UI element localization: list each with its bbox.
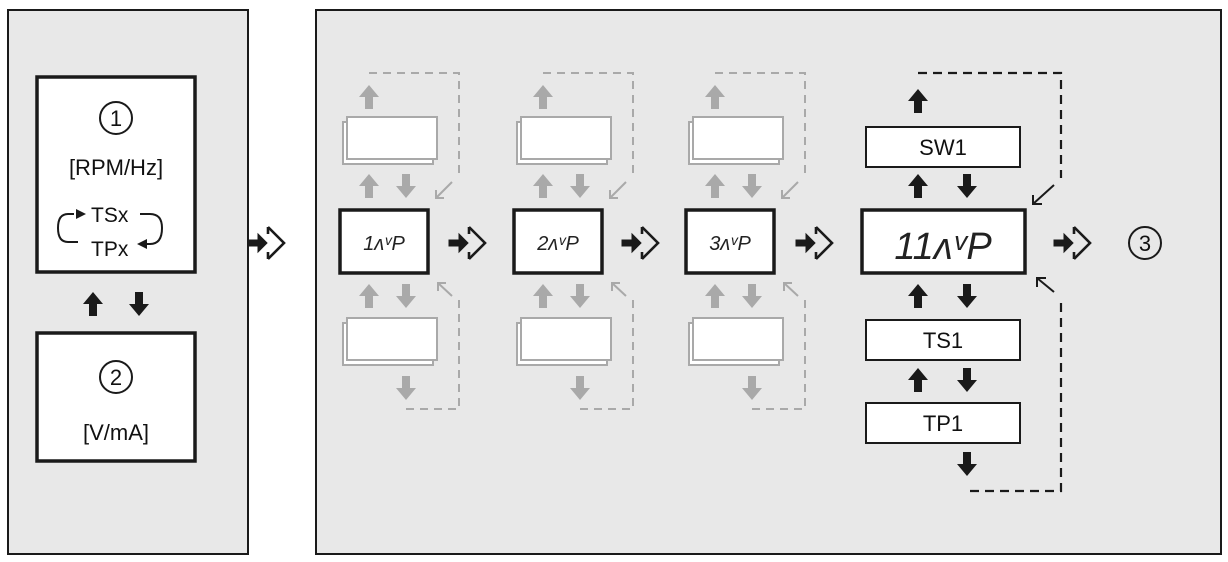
step-2-down-bottom-icon <box>570 376 590 400</box>
step-1-loop-bottom <box>406 300 460 410</box>
step-1-down-lower-icon <box>396 284 416 308</box>
sw1-label: SW1 <box>919 135 967 160</box>
step-3-up-mid-icon <box>705 174 725 198</box>
step-3-up-lower-icon <box>705 284 725 308</box>
step-2-group <box>516 72 634 410</box>
step-3-down-lower-icon <box>742 284 762 308</box>
step-2-up-mid-icon <box>533 174 553 198</box>
step-2-placeholder-top <box>520 116 612 160</box>
active-loop-dashed <box>918 71 1063 493</box>
step-1-group <box>342 72 460 410</box>
step-1-return-top-icon <box>435 181 453 199</box>
step-1-loop-top <box>369 72 460 178</box>
step-3-up-top-icon <box>705 85 725 109</box>
step-3-return-top-icon <box>781 181 799 199</box>
step-1-display[interactable]: 1ʌᵛP <box>338 208 430 275</box>
mode1-unit: [RPM/Hz] <box>69 155 163 180</box>
step-1-down-mid-icon <box>396 174 416 198</box>
mode1-number: 1 <box>110 106 122 131</box>
step-3-placeholder-top <box>692 116 784 160</box>
step-1-placeholder-top <box>346 116 438 160</box>
step-1-up-lower-icon <box>359 284 379 308</box>
step-2-return-top-head-icon <box>609 190 618 199</box>
step-3-placeholder-bottom <box>692 317 784 361</box>
end-marker: 3 <box>1128 226 1162 260</box>
step-2-display[interactable]: 2ʌᵛP <box>512 208 604 275</box>
step-3-display-text: 3ʌᵛP <box>709 233 751 255</box>
tp1-label: TP1 <box>923 411 963 436</box>
step-3-down-bottom-icon <box>742 376 762 400</box>
step-2-up-lower-icon <box>533 284 553 308</box>
ts1-label: TS1 <box>923 328 963 353</box>
step-3-return-top-head-icon <box>781 190 790 199</box>
toggle-bottom-label: TPx <box>91 238 129 261</box>
step-2-placeholder-bottom <box>520 317 612 361</box>
step-2-return-top-icon <box>609 181 627 199</box>
step-3-return-bottom-head-icon <box>783 282 792 291</box>
step-3-loop-bottom <box>752 300 806 410</box>
end-marker-number: 3 <box>1139 231 1151 256</box>
step-3-loop-top <box>715 72 806 178</box>
step-2-up-top-icon <box>533 85 553 109</box>
sw1-box[interactable]: SW1 <box>865 126 1021 168</box>
mode1-box[interactable]: 1 [RPM/Hz] TSx TPx <box>35 75 197 274</box>
step-1-return-top-head-icon <box>435 190 444 199</box>
step-3-return-bottom-icon <box>783 282 799 297</box>
mode2-number: 2 <box>110 365 122 390</box>
step-1-down-bottom-icon <box>396 376 416 400</box>
step-2-down-mid-icon <box>570 174 590 198</box>
active-display[interactable]: 11ʌᵛP <box>860 208 1027 275</box>
step-1-return-bottom-head-icon <box>437 282 446 291</box>
step-2-display-text: 2ʌᵛP <box>536 233 579 255</box>
mode2-box[interactable]: 2 [V/mA] <box>35 331 197 463</box>
step-3-down-mid-icon <box>742 174 762 198</box>
menu-panel <box>315 9 1222 555</box>
toggle-top-label: TSx <box>91 204 129 227</box>
step-1-placeholder-bottom <box>346 317 438 361</box>
mode2-unit: [V/mA] <box>83 420 149 445</box>
step-1-display-text: 1ʌᵛP <box>363 233 405 255</box>
step-1-return-bottom-icon <box>437 282 453 297</box>
tp1-box[interactable]: TP1 <box>865 402 1021 444</box>
toggle-loop-icon <box>56 209 164 249</box>
step-2-down-lower-icon <box>570 284 590 308</box>
mode1-number-circle <box>99 101 133 135</box>
entry-next-icon <box>246 225 286 261</box>
step-1-up-mid-icon <box>359 174 379 198</box>
mode2-number-circle <box>99 360 133 394</box>
step-2-loop-bottom <box>580 300 634 410</box>
step-3-group <box>688 72 806 410</box>
active-display-text: 11ʌᵛP <box>894 226 992 268</box>
step-2-return-bottom-head-icon <box>611 282 620 291</box>
step-2-loop-top <box>543 72 634 178</box>
step-2-return-bottom-icon <box>611 282 627 297</box>
step-3-display[interactable]: 3ʌᵛP <box>684 208 776 275</box>
active-loop-return-icons <box>1032 184 1055 293</box>
step-1-up-top-icon <box>359 85 379 109</box>
ts1-box[interactable]: TS1 <box>865 319 1021 361</box>
